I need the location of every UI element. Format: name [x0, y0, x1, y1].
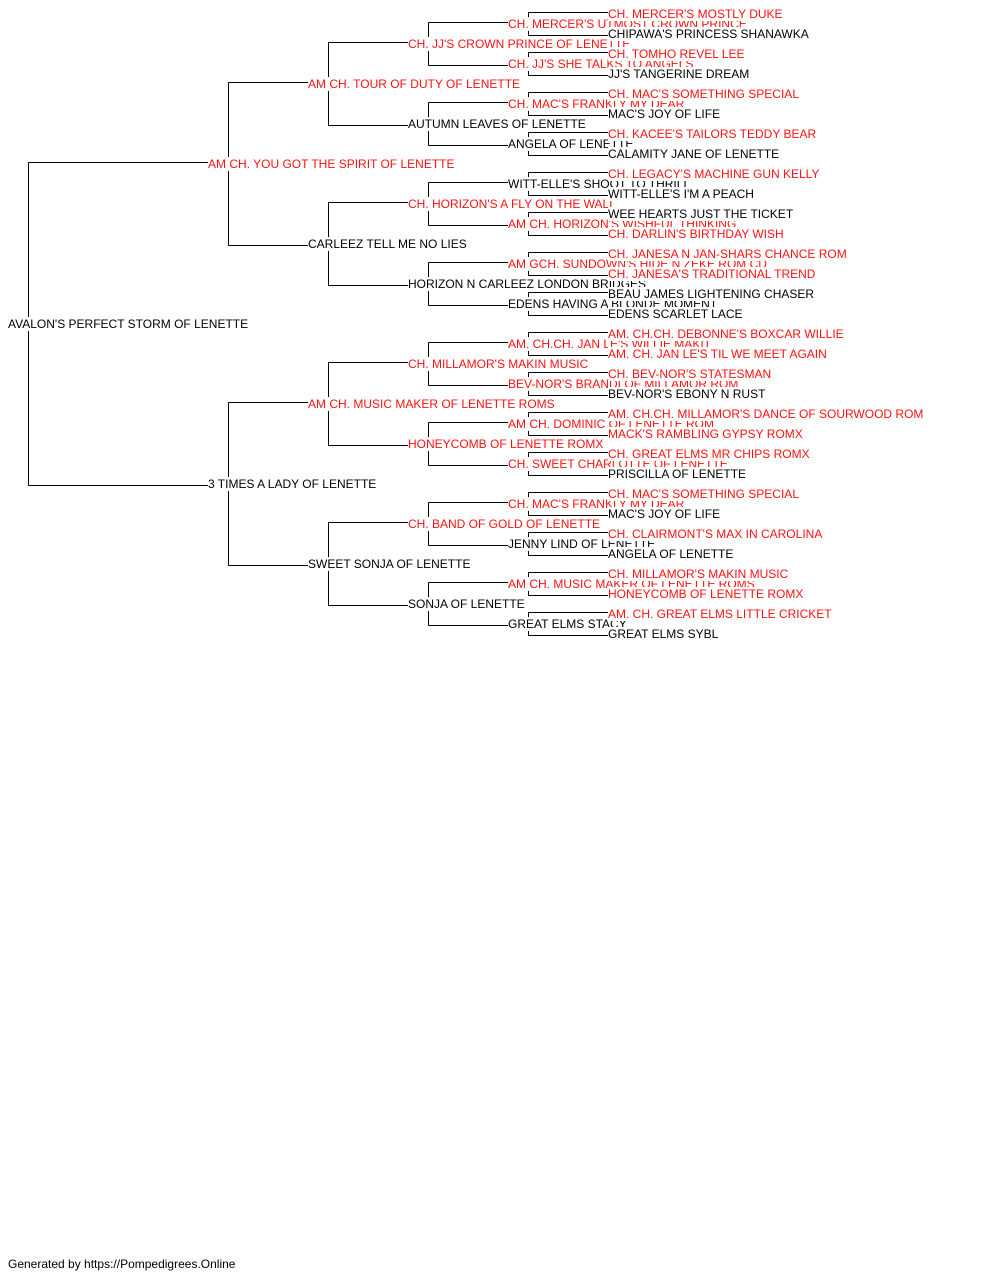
- pedigree-dam-gen1: 3 TIMES A LADY OF LENETTE: [208, 477, 377, 491]
- pedigree-dam-gen5: AM. CH. JAN LE'S TIL WE MEET AGAIN: [608, 347, 827, 361]
- pedigree-dam-gen3: AUTUMN LEAVES OF LENETTE: [408, 117, 586, 131]
- pedigree-sire-gen2: AM CH. TOUR OF DUTY OF LENETTE: [308, 77, 521, 91]
- pedigree-sire-gen5: CH. KACEE'S TAILORS TEDDY BEAR: [608, 127, 817, 141]
- pedigree-sire-gen3: CH. MILLAMOR'S MAKIN MUSIC: [408, 357, 589, 371]
- pedigree-dam-gen5: WITT-ELLE'S I'M A PEACH: [608, 187, 754, 201]
- pedigree-dam-gen5: PRISCILLA OF LENETTE: [608, 467, 747, 481]
- pedigree-sire-gen5: CH. MILLAMOR'S MAKIN MUSIC: [608, 567, 789, 581]
- pedigree-dam-gen5: ANGELA OF LENETTE: [608, 547, 734, 561]
- pedigree-sire-gen5: AM. CH.CH. DEBONNE'S BOXCAR WILLIE: [608, 327, 844, 341]
- pedigree-dam-gen5: CH. DARLIN'S BIRTHDAY WISH: [608, 227, 784, 241]
- pedigree-sire-gen5: BEAU JAMES LIGHTENING CHASER: [608, 287, 815, 301]
- pedigree-sire-gen5: CH. LEGACY'S MACHINE GUN KELLY: [608, 167, 820, 181]
- pedigree-dam-gen5: EDENS SCARLET LACE: [608, 307, 743, 321]
- pedigree-sire-gen2: AM CH. MUSIC MAKER OF LENETTE ROMS: [308, 397, 555, 411]
- pedigree-dam-gen5: HONEYCOMB OF LENETTE ROMX: [608, 587, 804, 601]
- pedigree-dam-gen3: HONEYCOMB OF LENETTE ROMX: [408, 437, 604, 451]
- pedigree-sire-gen5: CH. TOMHO REVEL LEE: [608, 47, 745, 61]
- pedigree-dam-gen3: SONJA OF LENETTE: [408, 597, 525, 611]
- pedigree-dam-gen4: ANGELA OF LENETTE: [508, 137, 634, 151]
- pedigree-dam-gen5: JJ'S TANGERINE DREAM: [608, 67, 750, 81]
- pedigree-dam-gen5: MAC'S JOY OF LIFE: [608, 507, 721, 521]
- pedigree-sire-gen5: CH. CLAIRMONT'S MAX IN CAROLINA: [608, 527, 823, 541]
- pedigree-dam-gen5: CHIPAWA'S PRINCESS SHANAWKA: [608, 27, 809, 41]
- pedigree-dam-gen5: MACK'S RAMBLING GYPSY ROMX: [608, 427, 803, 441]
- pedigree-dam-gen5: MAC'S JOY OF LIFE: [608, 107, 721, 121]
- pedigree-dam-gen5: GREAT ELMS SYBL: [608, 627, 719, 641]
- pedigree-dam-gen5: BEV-NOR'S EBONY N RUST: [608, 387, 766, 401]
- pedigree-sire-gen3: CH. HORIZON'S A FLY ON THE WALL: [408, 197, 616, 211]
- pedigree-sire-gen3: CH. JJ'S CROWN PRINCE OF LENETTE: [408, 37, 631, 51]
- pedigree-dam-gen2: SWEET SONJA OF LENETTE: [308, 557, 471, 571]
- pedigree-sire-gen5: AM. CH. GREAT ELMS LITTLE CRICKET: [608, 607, 832, 621]
- pedigree-sire-gen5: CH. GREAT ELMS MR CHIPS ROMX: [608, 447, 810, 461]
- pedigree-sire-gen3: CH. BAND OF GOLD OF LENETTE: [408, 517, 601, 531]
- pedigree-sire-gen5: AM. CH.CH. MILLAMOR'S DANCE OF SOURWOOD …: [608, 407, 924, 421]
- pedigree-sire-gen1: AM CH. YOU GOT THE SPIRIT OF LENETTE: [208, 157, 455, 171]
- pedigree-dam-gen5: CALAMITY JANE OF LENETTE: [608, 147, 780, 161]
- pedigree-dam-gen4: GREAT ELMS STACY: [508, 617, 627, 631]
- pedigree-subject-gen0: AVALON'S PERFECT STORM OF LENETTE: [8, 317, 249, 331]
- pedigree-dam-gen2: CARLEEZ TELL ME NO LIES: [308, 237, 467, 251]
- pedigree-sire-gen5: CH. MERCER'S MOSTLY DUKE: [608, 7, 783, 21]
- pedigree-dam-gen3: HORIZON N CARLEEZ LONDON BRIDGES: [408, 277, 647, 291]
- pedigree-sire-gen5: WEE HEARTS JUST THE TICKET: [608, 207, 794, 221]
- pedigree-sire-gen5: CH. MAC'S SOMETHING SPECIAL: [608, 487, 799, 501]
- footer-credit: Generated by https://Pompedigrees.Online: [8, 1257, 236, 1271]
- pedigree-sire-gen5: CH. JANESA N JAN-SHARS CHANCE ROM: [608, 247, 847, 261]
- pedigree-dam-gen5: CH. JANESA'S TRADITIONAL TREND: [608, 267, 816, 281]
- pedigree-sire-gen5: CH. BEV-NOR'S STATESMAN: [608, 367, 772, 381]
- pedigree-sire-gen5: CH. MAC'S SOMETHING SPECIAL: [608, 87, 799, 101]
